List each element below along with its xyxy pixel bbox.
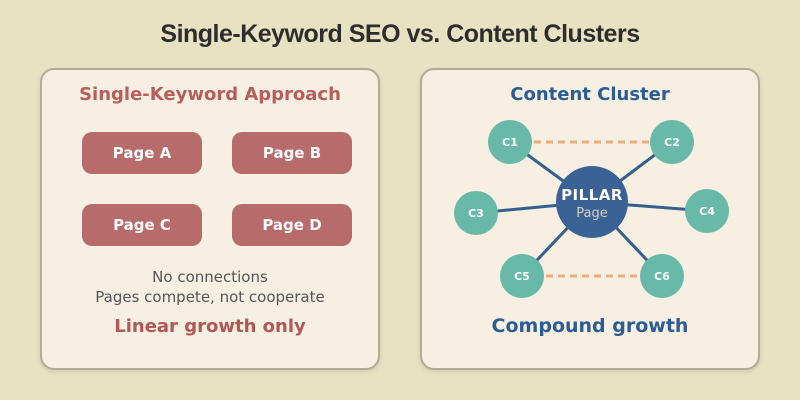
node-label-c3: C3 <box>468 207 484 220</box>
note-no-connections: No connections <box>152 268 268 286</box>
page-box-b: Page B <box>232 132 352 174</box>
content-cluster-heading: Content Cluster <box>510 84 670 105</box>
node-c6 <box>640 254 684 298</box>
pillar-title-label: PILLAR <box>561 186 623 204</box>
pillar-subtitle-label: Page <box>576 206 607 221</box>
node-c3 <box>454 191 498 235</box>
node-label-c4: C4 <box>699 205 715 218</box>
page-box-d: Page D <box>232 204 352 246</box>
page-box-c: Page C <box>82 204 202 246</box>
node-c4 <box>685 189 729 233</box>
node-c1 <box>488 120 532 164</box>
linear-growth-summary: Linear growth only <box>114 316 306 337</box>
cluster-diagram: C1 C2 C3 C4 C5 C6 PILLAR Page <box>454 120 729 298</box>
node-label-c2: C2 <box>664 136 680 149</box>
left-panel-notes: No connections Pages compete, not cooper… <box>42 267 378 307</box>
page-title: Single-Keyword SEO vs. Content Clusters <box>160 20 640 48</box>
pillar-node <box>556 166 628 238</box>
note-pages-compete: Pages compete, not cooperate <box>95 288 325 306</box>
node-label-c6: C6 <box>654 270 670 283</box>
single-keyword-heading: Single-Keyword Approach <box>79 84 341 105</box>
node-c5 <box>500 254 544 298</box>
node-c2 <box>650 120 694 164</box>
content-cluster-panel: Content Cluster C1 C2 C3 C4 C5 C6 PILLAR… <box>420 68 760 370</box>
node-label-c5: C5 <box>514 270 530 283</box>
node-label-c1: C1 <box>502 136 518 149</box>
compound-growth-summary: Compound growth <box>491 315 689 337</box>
page-box-a: Page A <box>82 132 202 174</box>
single-keyword-panel: Single-Keyword Approach Page A Page B Pa… <box>40 68 380 370</box>
